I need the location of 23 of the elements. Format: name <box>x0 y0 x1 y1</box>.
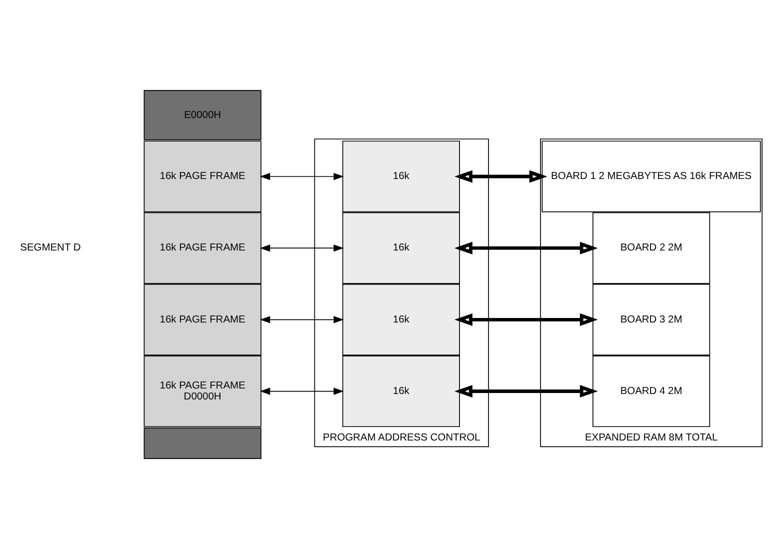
arrow <box>454 384 598 398</box>
arrow <box>260 316 344 323</box>
node-box: BOARD 1 2 MEGABYTES AS 16k FRAMES <box>542 140 761 212</box>
node-box: E0000H <box>144 89 262 140</box>
arrow <box>260 244 344 252</box>
node-box: 16k <box>342 283 460 355</box>
node-box: 16k PAGE FRAME D0000H <box>144 354 262 427</box>
node-box: 16k <box>342 140 460 212</box>
arrow <box>260 172 344 180</box>
node-box: 16k PAGE FRAME <box>144 140 262 212</box>
node-box: BOARD 2 2M <box>592 212 710 284</box>
node-box: 16k PAGE FRAME <box>144 212 262 284</box>
arrow <box>454 312 598 326</box>
arrow <box>454 170 548 182</box>
node-box: BOARD 4 2M <box>592 354 710 427</box>
node-box: 16k <box>342 212 460 284</box>
node-box <box>144 426 262 459</box>
arrow <box>260 387 344 394</box>
arrow <box>454 241 598 254</box>
label: SEGMENT D <box>20 242 81 254</box>
node-box: 16k PAGE FRAME <box>144 283 262 355</box>
node-box: 16k <box>342 354 460 427</box>
node-box: BOARD 3 2M <box>592 283 710 355</box>
